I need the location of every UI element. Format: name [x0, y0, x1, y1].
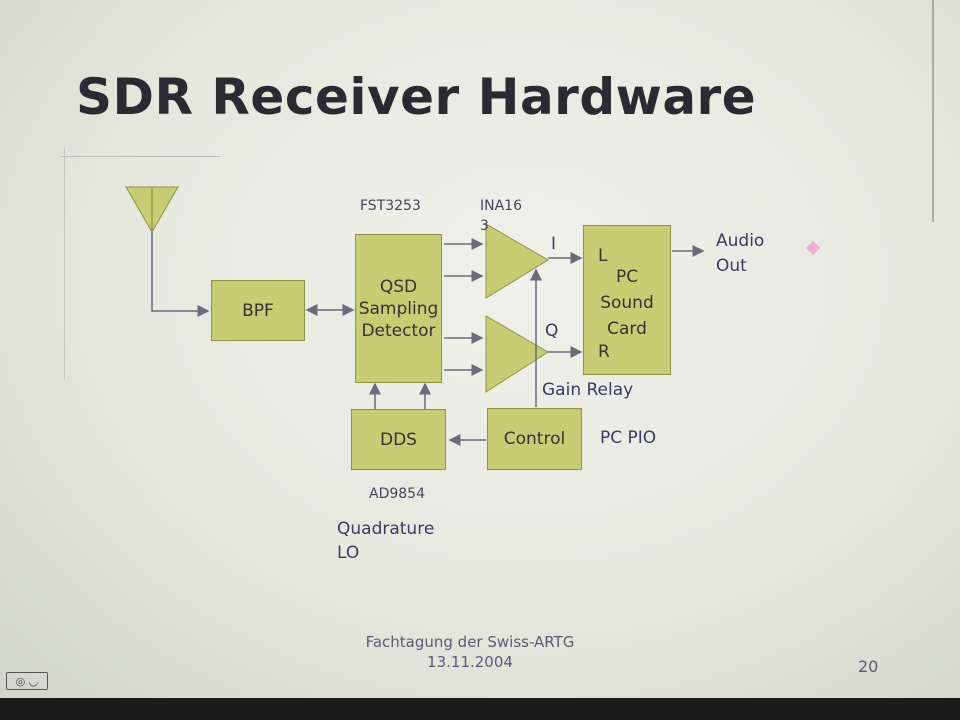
slide-title: SDR Receiver Hardware	[76, 68, 757, 126]
audio-out-label: Audio Out	[716, 229, 764, 279]
qsd-label-line2: Sampling	[358, 298, 439, 319]
footer-date: 13.11.2004	[427, 653, 513, 671]
qsd-block: QSD Sampling Detector	[355, 234, 442, 383]
footer-event: Fachtagung der Swiss-ARTG	[365, 633, 575, 651]
slide-edge-line	[932, 0, 934, 222]
decorative-line-vertical	[64, 148, 65, 380]
amplifier-q-icon	[485, 315, 549, 393]
diagram-wiring	[125, 186, 705, 446]
fst3253-label: FST3253	[360, 198, 421, 214]
dds-block: DDS	[351, 409, 446, 470]
page-number: 20	[858, 657, 879, 676]
sound-card-label-line3: Card	[607, 319, 647, 339]
amplifier-i-icon	[485, 223, 549, 299]
pc-sound-card-block: L PC Sound Card R	[583, 225, 671, 375]
slide-navigation-icon[interactable]: ◎ ◡	[6, 672, 48, 690]
slide-footer: Fachtagung der Swiss-ARTG 13.11.2004	[300, 632, 640, 672]
sound-card-left-channel: L	[598, 246, 608, 266]
quadrature-lo-line1: Quadrature	[337, 519, 435, 539]
sound-card-label-line2: Sound	[600, 293, 654, 313]
wire-antenna-bpf	[151, 232, 210, 317]
screen-bottom-band	[0, 698, 960, 720]
bpf-block: BPF	[211, 280, 305, 341]
bpf-label: BPF	[242, 300, 274, 321]
ina163-label: INA16 3	[480, 198, 522, 234]
sound-card-right-channel: R	[598, 342, 610, 362]
sound-card-label-line1: PC	[615, 267, 639, 287]
slide: SDR Receiver Hardware	[0, 0, 960, 698]
quadrature-lo-label: Quadrature LO	[337, 517, 434, 565]
ad9854-label: AD9854	[369, 486, 425, 502]
qsd-label-line1: QSD	[379, 276, 418, 297]
control-label: Control	[503, 429, 566, 449]
qsd-label-line3: Detector	[361, 320, 436, 341]
quadrature-lo-line2: LO	[337, 543, 360, 563]
control-block: Control	[487, 408, 582, 470]
dds-label: DDS	[380, 429, 417, 450]
audio-out-line2: Out	[716, 256, 747, 276]
gain-relay-label: Gain Relay	[542, 380, 634, 400]
i-channel-label: I	[551, 234, 557, 254]
decorative-line-horizontal	[60, 156, 220, 157]
pc-pio-label: PC PIO	[600, 428, 657, 448]
audio-out-line1: Audio	[716, 231, 765, 251]
q-channel-label: Q	[545, 321, 559, 341]
